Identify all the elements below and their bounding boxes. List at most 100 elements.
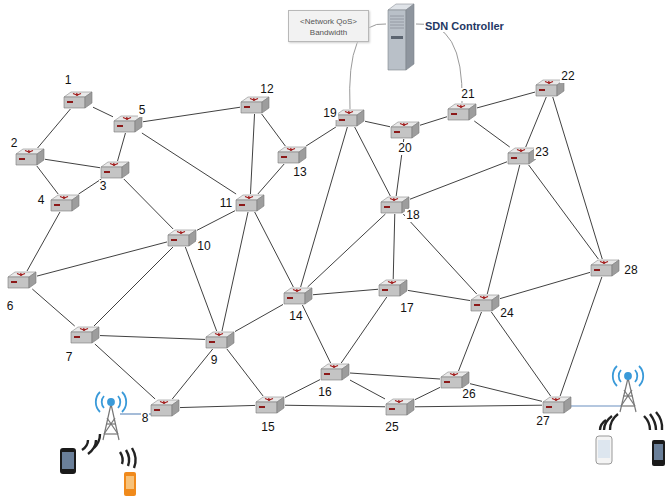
router: 20 [390, 121, 420, 139]
router-icon [113, 115, 143, 133]
router: 11 [235, 194, 265, 212]
router-icon [255, 396, 285, 414]
router: 23 [507, 147, 537, 165]
network-link [403, 214, 476, 294]
router-icon [283, 287, 313, 305]
router-icon [470, 294, 500, 312]
router-number: 19 [322, 107, 337, 120]
access-link [570, 405, 622, 406]
network-link [420, 117, 447, 126]
router: 18 [380, 196, 410, 214]
network-link [95, 344, 155, 399]
network-link [94, 247, 173, 326]
router-icon [390, 121, 420, 139]
network-link [308, 214, 386, 287]
router-icon [378, 279, 408, 297]
router-number: 27 [535, 415, 550, 428]
router-icon [440, 371, 470, 389]
router: 16 [320, 363, 350, 381]
network-link [222, 212, 248, 331]
network-link [477, 92, 535, 108]
network-link [285, 380, 320, 398]
router-number: 13 [292, 166, 307, 179]
network-link [185, 247, 216, 331]
network-link [416, 24, 462, 103]
network-link [301, 127, 348, 287]
network-link [100, 336, 205, 340]
router: 25 [385, 398, 415, 416]
router: 5 [113, 115, 143, 133]
router-number: 11 [219, 197, 233, 210]
network-link [118, 133, 126, 161]
network-link [313, 289, 378, 294]
router-icon [205, 331, 235, 349]
router-number: 28 [623, 264, 638, 277]
router: 3 [100, 161, 130, 179]
router: 12 [240, 96, 270, 114]
router-number: 8 [141, 412, 150, 425]
network-link [142, 133, 236, 194]
network-link [350, 373, 440, 379]
router-number: 6 [6, 300, 15, 313]
network-link [32, 289, 74, 326]
router-number: 5 [138, 104, 147, 117]
router: 21 [447, 103, 477, 121]
router-number: 24 [499, 307, 514, 320]
network-link [341, 297, 387, 363]
router-number: 14 [288, 310, 303, 323]
router-number: 1 [64, 74, 73, 87]
router-number: 4 [37, 194, 46, 207]
network-link [38, 109, 71, 148]
router-icon [320, 363, 350, 381]
network-link [500, 272, 590, 298]
network-link [553, 97, 603, 259]
radio-waves [613, 366, 643, 386]
router-number: 16 [317, 386, 332, 399]
network-link [255, 212, 294, 287]
router-icon [150, 399, 180, 417]
router-icon [70, 326, 100, 344]
router-number: 26 [461, 388, 476, 401]
wireless-signal [600, 412, 662, 430]
router: 17 [378, 279, 408, 297]
router-number: 10 [196, 240, 211, 253]
cell-tower [620, 378, 636, 412]
network-link [143, 107, 240, 122]
cell-tower [103, 404, 119, 440]
router-icon [7, 271, 37, 289]
router-number: 12 [259, 83, 274, 96]
network-link [491, 312, 550, 396]
network-link [459, 312, 482, 371]
server-icon [386, 2, 416, 72]
network-link [37, 166, 58, 194]
network-link [365, 121, 390, 126]
controller-label: SDN Controller [424, 20, 505, 32]
network-link [393, 214, 395, 279]
network-link [37, 242, 167, 276]
network-link [355, 127, 391, 196]
router: 8 [150, 399, 180, 417]
router-icon [63, 91, 93, 109]
router: 2 [15, 148, 45, 166]
router: 28 [590, 259, 620, 277]
qos-box: <Network QoS>Bandwidth [288, 10, 369, 42]
router-icon [385, 398, 415, 416]
router-number: 7 [65, 351, 74, 364]
qos-text: <Network QoS> [289, 16, 368, 27]
router-icon [240, 96, 270, 114]
wireless-signal [82, 434, 136, 468]
router: 24 [470, 294, 500, 312]
network-link [124, 179, 173, 229]
network-link [415, 387, 440, 399]
network-link [410, 162, 507, 199]
router: 22 [535, 79, 565, 97]
network-link [27, 212, 60, 271]
router-icon [277, 146, 307, 164]
network-link [285, 405, 385, 407]
network-link [250, 114, 254, 194]
smartphone [596, 436, 665, 466]
router-number: 9 [210, 354, 219, 367]
router: 26 [440, 371, 470, 389]
router-number: 17 [399, 302, 414, 315]
radio-waves [96, 392, 126, 412]
